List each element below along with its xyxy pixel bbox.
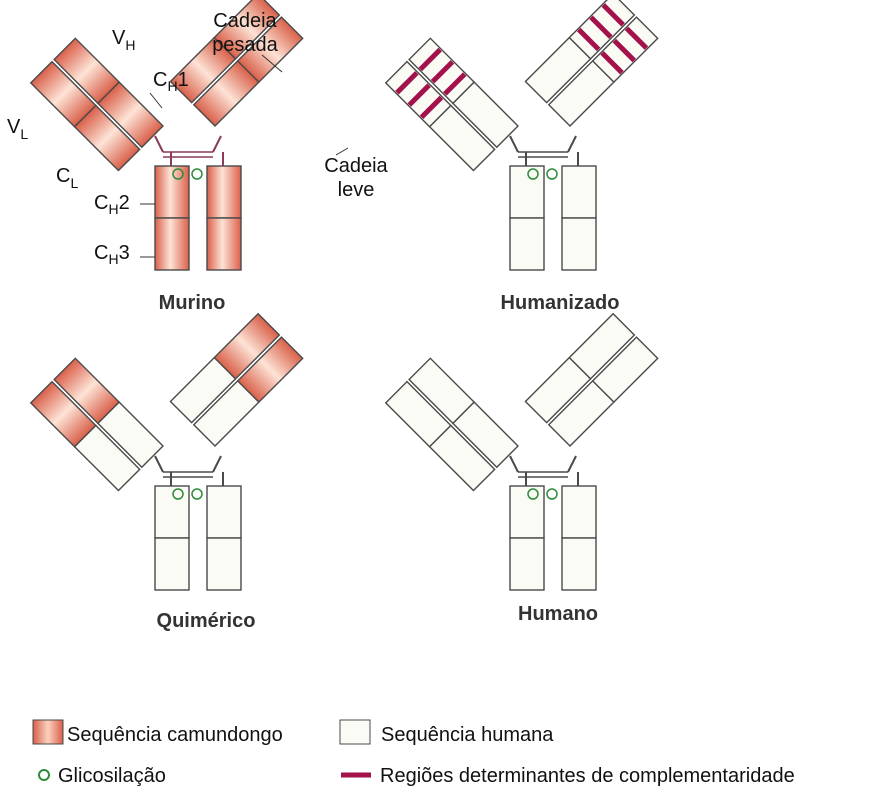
ch3-domain (207, 218, 241, 270)
ch3-domain (207, 538, 241, 590)
legend: Sequência camundongo Sequência humana Gl… (33, 720, 795, 787)
ch2-domain (155, 486, 189, 538)
legend-human-label: Sequência humana (381, 724, 554, 746)
ch2-domain (562, 166, 596, 218)
svg-text:Cadeia: Cadeia (324, 155, 388, 177)
svg-text:VL: VL (7, 116, 28, 142)
title-humano: Humano (518, 603, 598, 625)
label-ch3: CH3 (94, 242, 155, 267)
legend-cdr-label: Regiões determinantes de complementarida… (380, 765, 795, 787)
antibody-quimerico (31, 314, 303, 590)
ch2-domain (207, 486, 241, 538)
label-vh: VH (112, 27, 135, 53)
svg-text:CH1: CH1 (153, 69, 189, 94)
svg-text:pesada: pesada (212, 34, 278, 56)
ch3-domain (562, 218, 596, 270)
legend-human-swatch (340, 720, 370, 744)
svg-text:CH3: CH3 (94, 242, 130, 267)
left-fab-arm (31, 38, 163, 170)
hinge (155, 456, 171, 486)
label-ch1: CH1 (150, 69, 189, 108)
hinge (510, 136, 526, 166)
label-ch2: CH2 (94, 192, 155, 217)
ch2-domain (510, 486, 544, 538)
svg-text:Cadeia: Cadeia (213, 10, 277, 32)
ch2-domain (155, 166, 189, 218)
ch2-domain (510, 166, 544, 218)
svg-text:CH2: CH2 (94, 192, 130, 217)
hinge (213, 456, 223, 486)
svg-text:CL: CL (56, 165, 78, 191)
svg-text:leve: leve (338, 179, 375, 201)
glycosylation-icon (192, 489, 202, 499)
legend-glyco-icon (39, 770, 49, 780)
antibody-humanizado (386, 0, 658, 270)
svg-text:VH: VH (112, 27, 135, 53)
ch3-domain (155, 538, 189, 590)
hinge (568, 456, 578, 486)
ch2-domain (562, 486, 596, 538)
left-fab-arm (31, 358, 163, 490)
label-light-chain: Cadeia leve (324, 148, 388, 201)
ch3-domain (562, 538, 596, 590)
left-fab-arm (386, 358, 518, 490)
legend-glyco-label: Glicosilação (58, 765, 166, 787)
ch3-domain (510, 538, 544, 590)
label-vl: VL (7, 116, 28, 142)
legend-mouse-swatch (33, 720, 63, 744)
hinge (568, 136, 578, 166)
right-fab-arm (170, 314, 302, 446)
glycosylation-icon (547, 169, 557, 179)
legend-mouse-label: Sequência camundongo (67, 724, 283, 746)
label-cl: CL (56, 165, 78, 191)
left-fab-arm (386, 38, 518, 170)
hinge (510, 456, 526, 486)
ch3-domain (510, 218, 544, 270)
right-fab-arm (525, 0, 657, 126)
glycosylation-icon (547, 489, 557, 499)
hinge (213, 136, 223, 166)
hinge (155, 136, 171, 166)
glycosylation-icon (192, 169, 202, 179)
right-fab-arm (525, 314, 657, 446)
title-humanizado: Humanizado (501, 292, 620, 314)
ch2-domain (207, 166, 241, 218)
title-murino: Murino (159, 292, 226, 314)
ch3-domain (155, 218, 189, 270)
antibody-humano (386, 314, 658, 590)
title-quimerico: Quimérico (157, 610, 256, 632)
